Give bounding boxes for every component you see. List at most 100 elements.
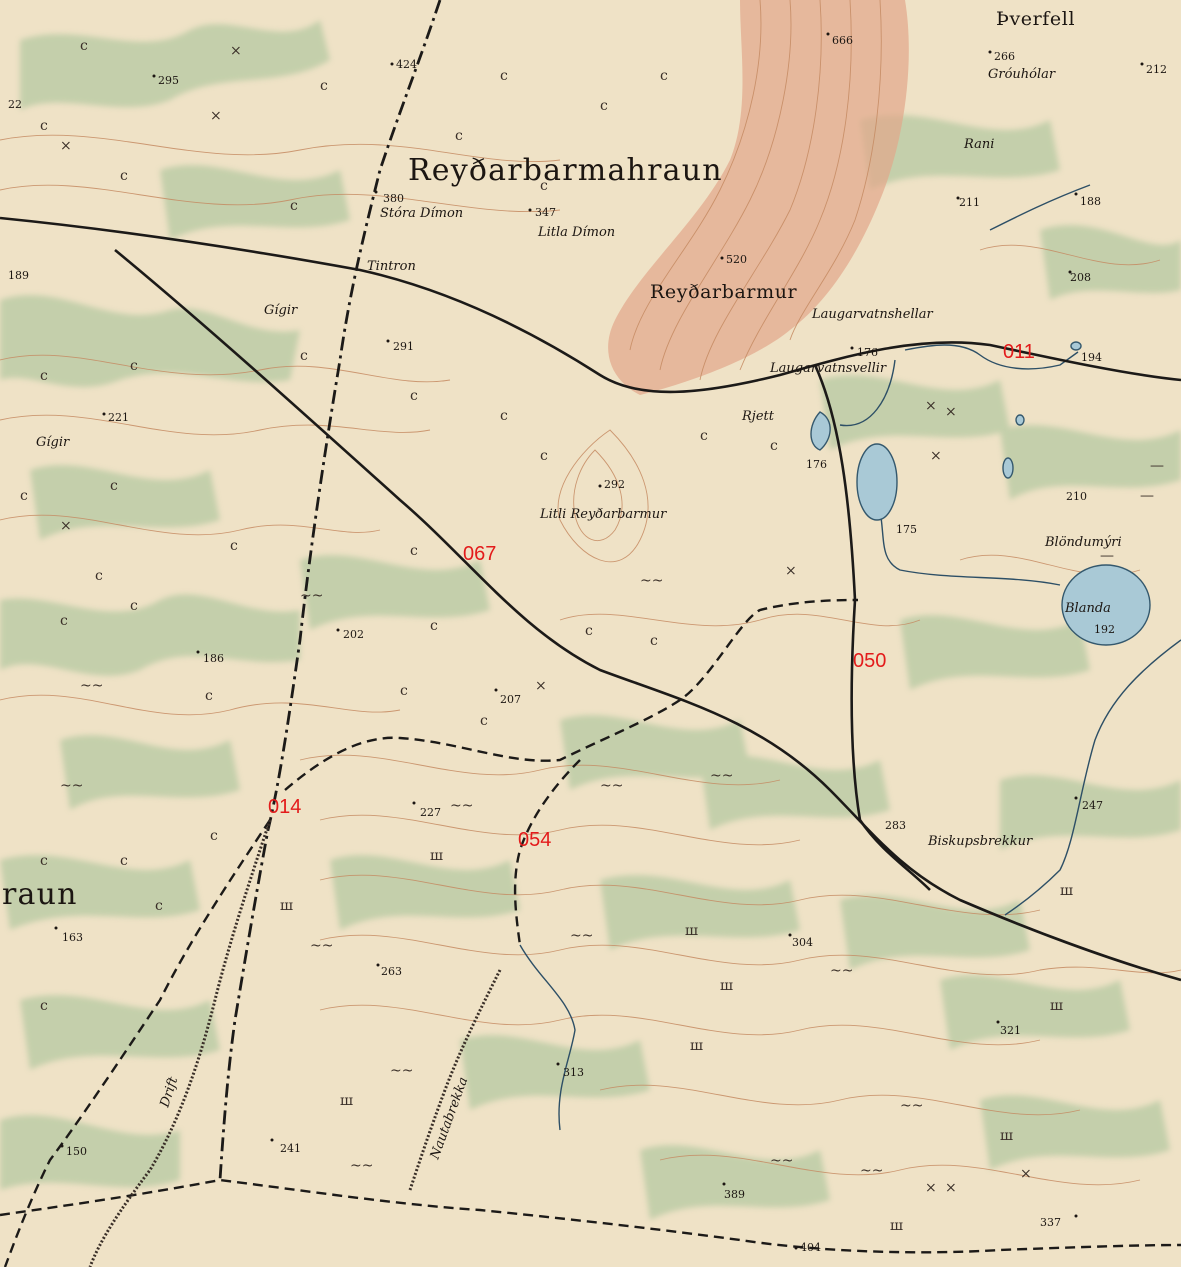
svg-text:c: c — [540, 448, 548, 464]
elevation-point: 188 — [1074, 192, 1101, 208]
svg-text:295: 295 — [158, 74, 179, 87]
elevation-point: 321 — [996, 1020, 1021, 1037]
svg-text:~~: ~~ — [390, 1063, 413, 1079]
svg-text:×: × — [945, 404, 957, 420]
svg-text:c: c — [500, 68, 508, 84]
stream-blanda — [839, 359, 1061, 586]
svg-text:176: 176 — [806, 458, 827, 471]
pond-east — [1002, 457, 1014, 479]
svg-text:188: 188 — [1080, 195, 1101, 208]
elevation-point: 163 — [54, 926, 83, 944]
svg-text:~~: ~~ — [310, 938, 333, 954]
svg-text:c: c — [40, 998, 48, 1014]
hedge-drift — [88, 819, 272, 1267]
svg-text:263: 263 — [381, 965, 402, 978]
place-laugarvatnsvellir: Laugarvatnsvellir — [769, 361, 887, 376]
stream-south — [519, 944, 576, 1131]
svg-text:c: c — [205, 688, 213, 704]
svg-text:—: — — [1150, 458, 1164, 474]
svg-text:404: 404 — [800, 1241, 821, 1254]
svg-text:283: 283 — [885, 819, 906, 832]
elevation-point: 347 — [528, 206, 556, 219]
svg-text:ш: ш — [685, 923, 698, 939]
svg-text:×: × — [230, 43, 242, 59]
svg-text:22: 22 — [8, 98, 22, 111]
place-blanda: Blanda — [1064, 601, 1111, 616]
svg-text:×: × — [60, 138, 72, 154]
route-label-011[interactable]: 011 — [1003, 341, 1035, 363]
svg-text:666: 666 — [832, 34, 853, 47]
svg-text:~~: ~~ — [900, 1098, 923, 1114]
track-dashed-west — [3, 819, 271, 1267]
svg-text:c: c — [770, 438, 778, 454]
svg-text:c: c — [95, 568, 103, 584]
svg-text:c: c — [40, 368, 48, 384]
svg-text:ш: ш — [720, 978, 733, 994]
lake-east-rjett — [856, 443, 898, 521]
svg-text:c: c — [650, 633, 658, 649]
svg-text:c: c — [155, 898, 163, 914]
elevation-point: 520 — [720, 253, 747, 266]
svg-text:175: 175 — [896, 523, 917, 536]
route-label-014[interactable]: 014 — [268, 796, 301, 818]
svg-text:×: × — [930, 448, 942, 464]
elevation-point: 210 — [1066, 490, 1087, 503]
svg-text:227: 227 — [420, 806, 441, 819]
svg-text:210: 210 — [1066, 490, 1087, 503]
elevation-point: 221 — [102, 411, 129, 424]
svg-text:~~: ~~ — [600, 778, 623, 794]
svg-text:~~: ~~ — [710, 768, 733, 784]
svg-text:ш: ш — [1000, 1128, 1013, 1144]
svg-text:389: 389 — [724, 1188, 745, 1201]
svg-text:266: 266 — [994, 50, 1015, 63]
elevation-point: 186 — [196, 650, 224, 665]
elevation-point: 295 — [152, 74, 179, 87]
elevation-point: 389 — [722, 1182, 745, 1201]
svg-text:c: c — [40, 853, 48, 869]
svg-text:c: c — [320, 78, 328, 94]
track-dashed-south — [513, 759, 581, 946]
svg-text:208: 208 — [1070, 271, 1091, 284]
route-label-067[interactable]: 067 — [463, 543, 496, 565]
svg-text:×: × — [785, 563, 797, 579]
svg-text:~~: ~~ — [350, 1158, 373, 1174]
route-label-054[interactable]: 054 — [518, 829, 551, 851]
svg-text:~~: ~~ — [570, 928, 593, 944]
place-raun: raun — [2, 877, 78, 912]
place-stora-dimon: Stóra Dímon — [380, 206, 463, 221]
elevation-point: 666 — [826, 32, 853, 47]
svg-text:c: c — [585, 623, 593, 639]
stream-east — [1004, 639, 1181, 916]
place-reydarbarmahraun: Reyðarbarmahraun — [408, 153, 723, 188]
elevation-point: 313 — [556, 1062, 584, 1079]
svg-text:c: c — [500, 408, 508, 424]
stream-laugarvatn — [904, 344, 1079, 370]
svg-text:291: 291 — [393, 340, 414, 353]
svg-text:207: 207 — [500, 693, 521, 706]
svg-text:186: 186 — [203, 652, 224, 665]
svg-text:~~: ~~ — [860, 1163, 883, 1179]
svg-text:c: c — [400, 683, 408, 699]
elevation-point: 175 — [896, 523, 917, 536]
place-reydarbarmur: Reyðarbarmur — [650, 281, 798, 303]
stream-north — [989, 184, 1091, 231]
lake-blanda — [1061, 564, 1151, 646]
elevation-point: 380 — [374, 190, 404, 205]
svg-text:×: × — [1020, 1166, 1032, 1182]
route-label-050[interactable]: 050 — [853, 650, 886, 672]
place-litla-dimon: Litla Dímon — [537, 225, 615, 240]
svg-text:ш: ш — [1050, 998, 1063, 1014]
elevation-point: 194 — [1081, 351, 1102, 364]
svg-text:247: 247 — [1082, 799, 1103, 812]
svg-text:×: × — [210, 108, 222, 124]
svg-text:×: × — [945, 1180, 957, 1196]
svg-text:c: c — [210, 828, 218, 844]
svg-text:520: 520 — [726, 253, 747, 266]
pond-small — [1015, 414, 1025, 426]
svg-text:c: c — [600, 98, 608, 114]
elevation-point: 424 — [390, 58, 417, 71]
elevation-point: 207 — [494, 688, 521, 706]
elevation-point: 266 — [988, 50, 1015, 63]
